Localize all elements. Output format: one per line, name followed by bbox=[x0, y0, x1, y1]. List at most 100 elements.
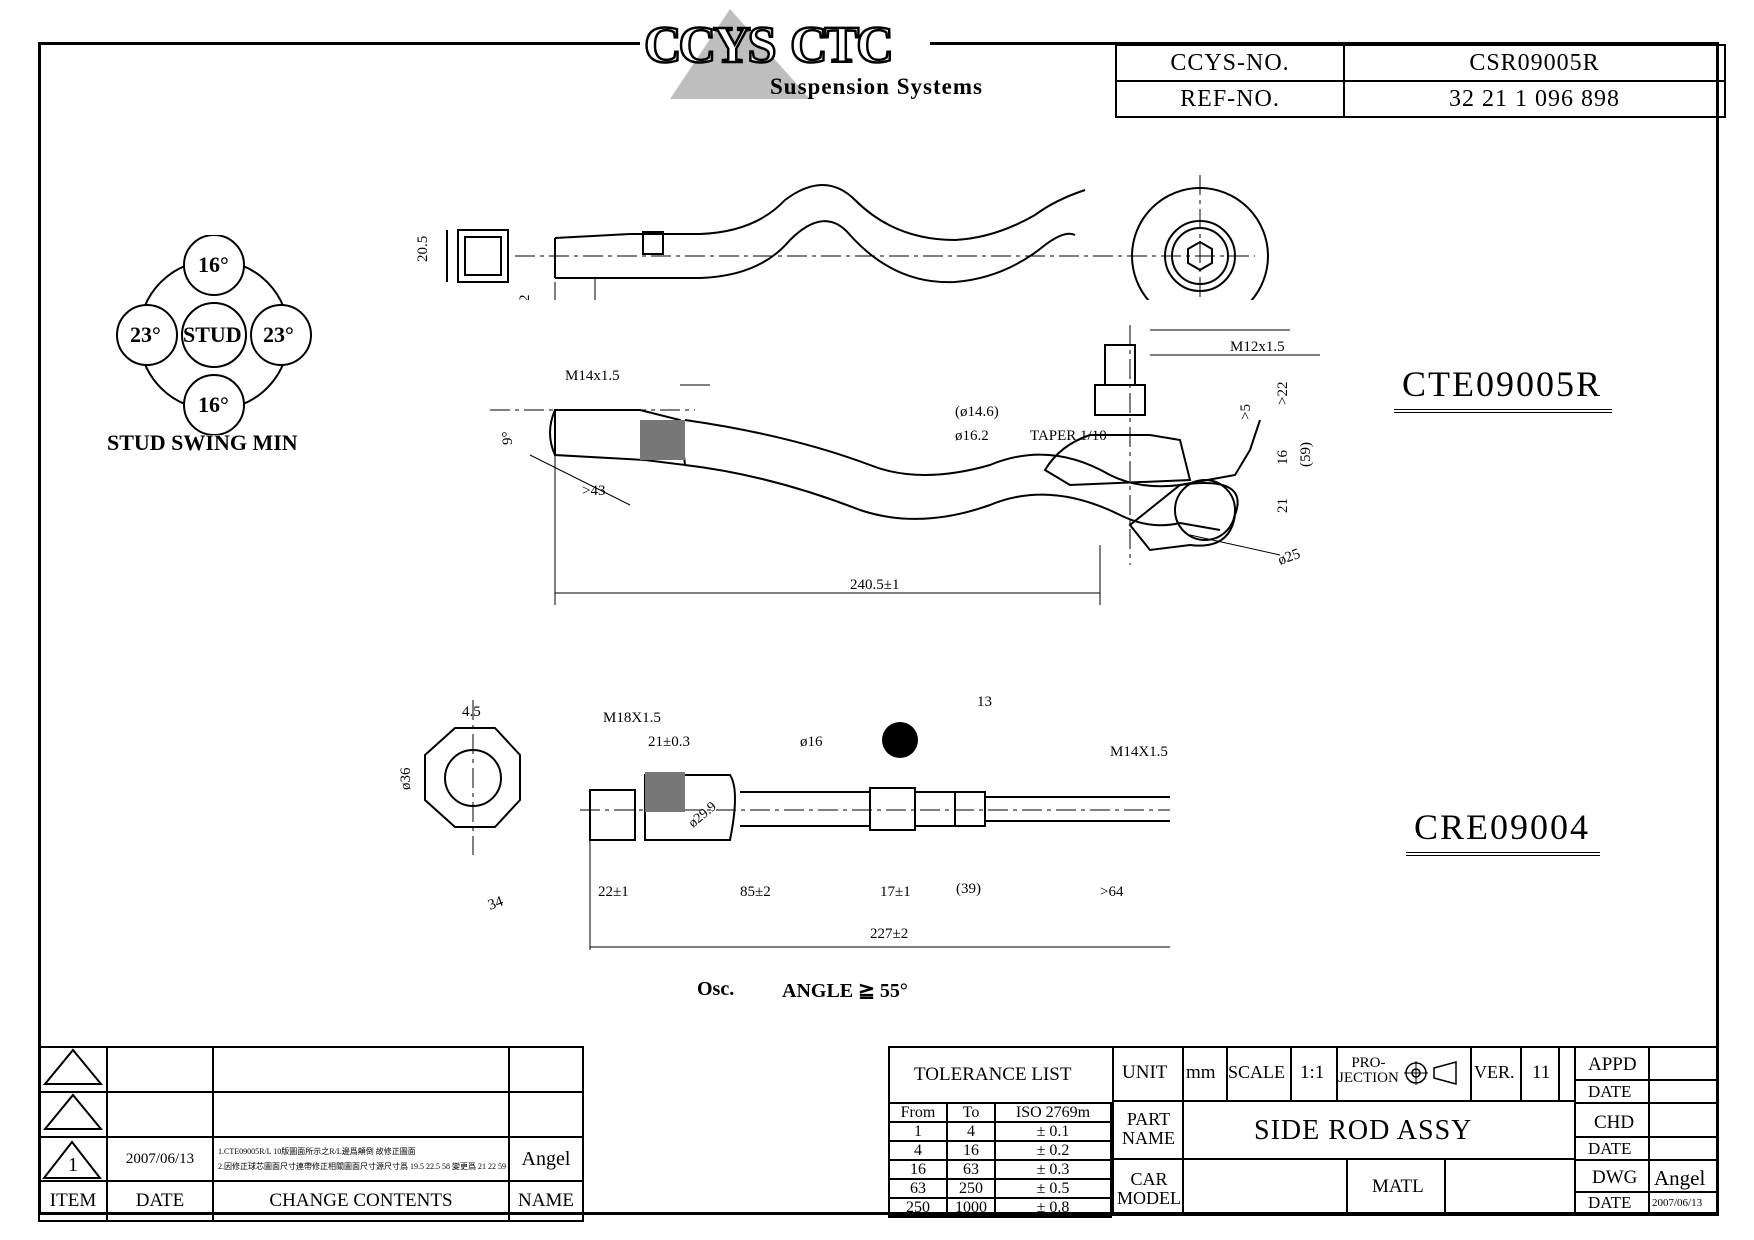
tol-to: 250 bbox=[946, 1178, 996, 1199]
title-top-row: UNIT mm SCALE 1:1 PRO- JECTION VER. 11 bbox=[1114, 1046, 1574, 1102]
dim-5: >5 bbox=[1238, 404, 1254, 420]
tie-rod-end-side-view: M14x1.5 M12x1.5 9° >43 (ø14.6) ø16.2 TAP… bbox=[490, 325, 1320, 605]
ver-value: 11 bbox=[1532, 1062, 1551, 1083]
tolerance-title: TOLERANCE LIST bbox=[914, 1064, 1072, 1085]
dim-seg4: (39) bbox=[956, 881, 981, 897]
header-item: ITEM bbox=[38, 1180, 108, 1222]
approval-block: APPD DATE CHD DATE DWG Angel DATE 2007/0… bbox=[1574, 1046, 1719, 1216]
revision-triangle bbox=[38, 1046, 108, 1093]
car-model-row: CAR MODEL MATL bbox=[1114, 1160, 1574, 1216]
dim-thread-outer: M14x1.5 bbox=[565, 368, 620, 384]
revision-name bbox=[508, 1091, 584, 1138]
revision-contents bbox=[212, 1091, 510, 1138]
tol-from: 250 bbox=[888, 1197, 948, 1218]
dim-ball-d: ø29.9 bbox=[686, 799, 720, 831]
header-reference-table: CCYS-NO. CSR09005R REF-NO. 32 21 1 096 8… bbox=[1115, 44, 1726, 118]
tol-from: 16 bbox=[888, 1159, 948, 1180]
tol-value: ± 0.8 bbox=[994, 1197, 1112, 1218]
dim-seg3: 17±1 bbox=[880, 884, 911, 900]
revision-date: 2007/06/13 bbox=[106, 1136, 214, 1182]
stud-swing-diagram: 16° 16° 23° 23° STUD STUD SWING MIN bbox=[107, 235, 320, 465]
tol-value: ± 0.3 bbox=[994, 1159, 1112, 1180]
swing-center: STUD bbox=[183, 322, 242, 347]
revision-date bbox=[106, 1046, 214, 1093]
revision-contents bbox=[212, 1046, 510, 1093]
part-name-label: PART NAME bbox=[1122, 1109, 1175, 1148]
ccys-no-label: CCYS-NO. bbox=[1115, 44, 1345, 82]
tol-to: 63 bbox=[946, 1159, 996, 1180]
swing-left: 23° bbox=[130, 322, 161, 347]
ver-label: VER. bbox=[1474, 1062, 1515, 1082]
tol-value: ± 0.5 bbox=[994, 1178, 1112, 1199]
dwg-date-label: DATE bbox=[1588, 1193, 1632, 1212]
dim-seg2: 85±2 bbox=[740, 884, 771, 900]
tol-from: 1 bbox=[888, 1121, 948, 1142]
dim-22: >22 bbox=[1275, 382, 1291, 405]
swing-right: 23° bbox=[263, 322, 294, 347]
part-name-value: SIDE ROD ASSY bbox=[1254, 1115, 1473, 1146]
dim-angle: 9° bbox=[500, 432, 516, 446]
tol-from: 4 bbox=[888, 1140, 948, 1161]
dim-flat: 13 bbox=[977, 694, 992, 710]
dim-engage: >43 bbox=[582, 483, 605, 499]
inner-rod-part-number: CRE09004 bbox=[1406, 806, 1601, 856]
dim-slot: 2 bbox=[517, 295, 533, 301]
projection-symbol-icon bbox=[1404, 1061, 1457, 1085]
svg-text:CTC: CTC bbox=[790, 17, 891, 74]
dim-hex-width: 20.5 bbox=[415, 236, 431, 262]
revision-name: Angel bbox=[508, 1136, 584, 1182]
tol-value: ± 0.2 bbox=[994, 1140, 1112, 1161]
revision-date bbox=[106, 1091, 214, 1138]
svg-text:CCYS: CCYS bbox=[644, 17, 775, 74]
projection-label: PRO- JECTION bbox=[1338, 1055, 1399, 1086]
tol-header-from: From bbox=[888, 1102, 948, 1123]
header-date: DATE bbox=[106, 1180, 214, 1222]
swing-top: 16° bbox=[198, 252, 229, 277]
dim-21: 21 bbox=[1275, 498, 1291, 513]
tol-to: 4 bbox=[946, 1121, 996, 1142]
company-logo: CCYS CTC Suspension Systems bbox=[640, 4, 982, 104]
dim-dia36: ø36 bbox=[398, 767, 414, 790]
swing-caption: STUD SWING MIN bbox=[107, 430, 298, 455]
dwg-name: Angel bbox=[1654, 1166, 1706, 1190]
appd-label: APPD bbox=[1588, 1054, 1637, 1075]
dim-length-top: 240.5±1 bbox=[850, 577, 899, 593]
dim-taper-small: (ø14.6) bbox=[955, 404, 999, 420]
revision-triangle bbox=[38, 1091, 108, 1138]
chd-date-label: DATE bbox=[1588, 1139, 1632, 1158]
header-contents: CHANGE CONTENTS bbox=[212, 1180, 510, 1222]
dim-taper-large: ø16.2 bbox=[955, 428, 989, 444]
revision-item: 1 bbox=[38, 1136, 108, 1182]
unit-value: mm bbox=[1186, 1062, 1216, 1083]
inner-rod-view: 4.5 ø36 34 M18X1.5 21±0.3 ø16 ø14 13 M14… bbox=[398, 694, 1170, 950]
dim-seg5: >64 bbox=[1100, 884, 1124, 900]
swing-bottom: 16° bbox=[198, 392, 229, 417]
dim-ball-dia: ø25 bbox=[1276, 546, 1303, 569]
dim-thread-in: M18X1.5 bbox=[603, 710, 661, 726]
tie-rod-end-part-number: CTE09005R bbox=[1394, 363, 1613, 413]
tie-rod-end-top-view: 20.5 2 13 5 bbox=[415, 175, 1269, 301]
appd-date-label: DATE bbox=[1588, 1082, 1632, 1101]
logo-subtitle: Suspension Systems bbox=[770, 74, 983, 99]
dim-seg1: 22±1 bbox=[598, 884, 629, 900]
osc-label: Osc. bbox=[697, 978, 735, 1000]
tol-header-iso: ISO 2769m bbox=[994, 1102, 1112, 1123]
dim-16: 16 bbox=[1275, 450, 1291, 466]
part-name-row: PART NAME SIDE ROD ASSY bbox=[1114, 1102, 1574, 1160]
matl-label: MATL bbox=[1372, 1176, 1424, 1197]
tol-to: 1000 bbox=[946, 1197, 996, 1218]
dim-59: (59) bbox=[1298, 442, 1314, 467]
tol-header-to: To bbox=[946, 1102, 996, 1123]
unit-label: UNIT bbox=[1122, 1062, 1168, 1083]
dim-thread-stud: M12x1.5 bbox=[1230, 339, 1285, 355]
tol-to: 16 bbox=[946, 1140, 996, 1161]
revision-contents: 1.CTE09005R/L 10版圖面所示之R/L邊爲顛倒 故修正圖面 2.因修… bbox=[212, 1136, 510, 1182]
ref-no-value: 32 21 1 096 898 bbox=[1343, 80, 1726, 118]
revision-name bbox=[508, 1046, 584, 1093]
tol-from: 63 bbox=[888, 1178, 948, 1199]
chd-label: CHD bbox=[1594, 1112, 1635, 1133]
scale-value: 1:1 bbox=[1300, 1062, 1325, 1083]
header-name: NAME bbox=[508, 1180, 584, 1222]
